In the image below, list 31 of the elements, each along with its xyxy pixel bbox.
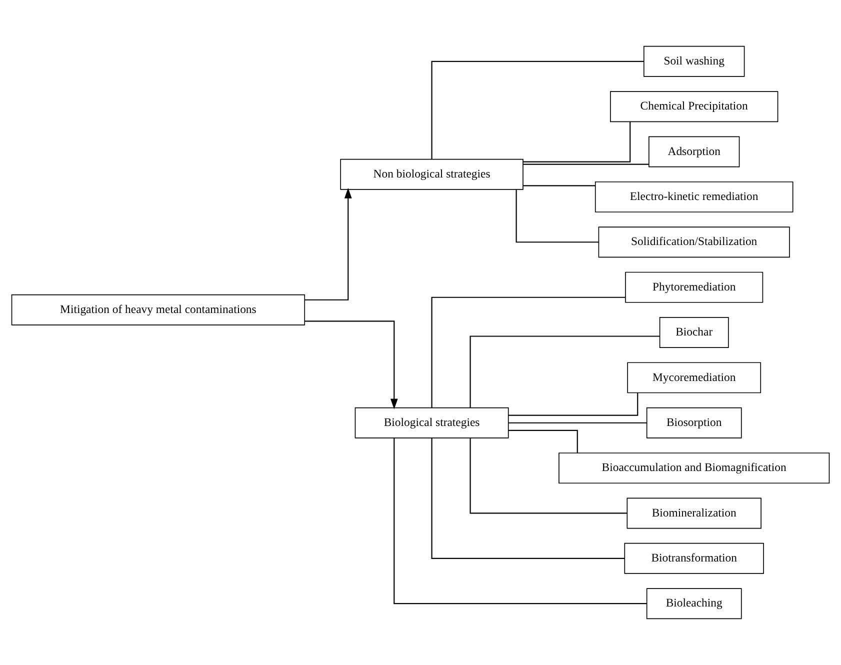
node-box: Biomineralization <box>626 498 762 529</box>
node-box: Biosorption <box>646 407 742 438</box>
connector <box>431 296 626 408</box>
node-box: Phytoremediation <box>625 272 764 303</box>
node-box: Soil washing <box>643 46 745 77</box>
connector <box>523 164 649 165</box>
connector <box>431 438 624 559</box>
node-box: Bioleaching <box>646 588 742 620</box>
node-box: Solidification/Stabilization <box>598 226 790 258</box>
node-box: Biological strategies <box>354 407 509 438</box>
node-box: Biochar <box>659 317 729 348</box>
connector <box>470 438 627 514</box>
node-box: Chemical Precipitation <box>610 91 778 122</box>
connector <box>508 392 638 416</box>
connector <box>508 422 647 424</box>
connector <box>516 190 599 243</box>
connector <box>523 122 631 162</box>
connector <box>523 185 596 186</box>
node-box: Adsorption <box>648 136 740 168</box>
node-box: Bioaccumulation and Biomagnification <box>558 452 830 484</box>
connector <box>394 438 647 604</box>
connector <box>431 60 644 160</box>
node-box: Electro-kinetic remediation <box>594 181 794 212</box>
arrow <box>304 320 398 410</box>
node-box: Mycoremediation <box>627 362 762 394</box>
node-box: Non biological strategies <box>340 158 524 190</box>
connector <box>470 336 660 408</box>
node-box: Biotransformation <box>624 542 764 574</box>
node-box: Mitigation of heavy metal contaminations <box>11 294 306 326</box>
arrow <box>304 188 352 300</box>
connector <box>508 430 578 453</box>
